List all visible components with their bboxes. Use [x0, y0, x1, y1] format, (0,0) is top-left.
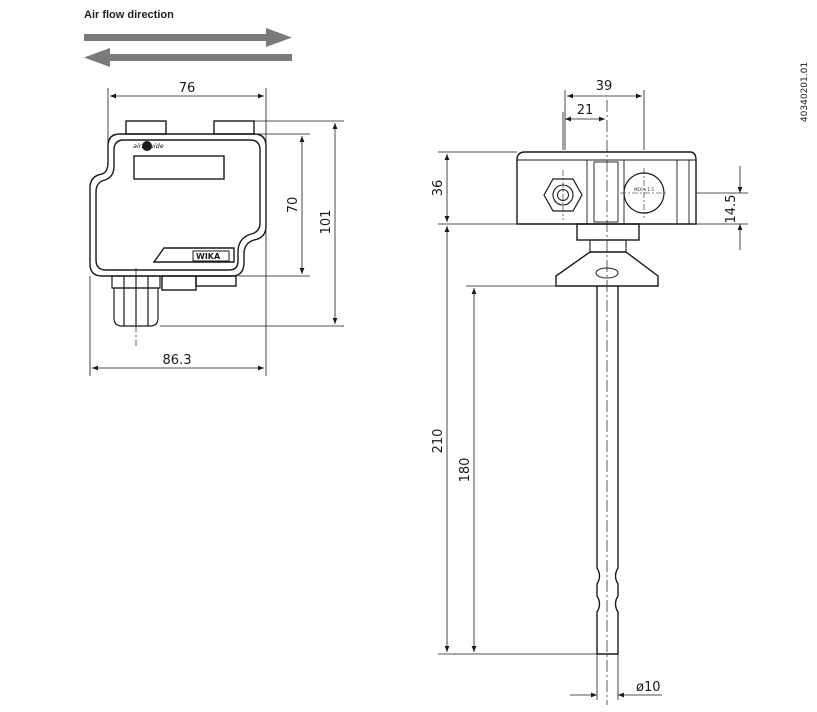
brand-label: WIKA: [196, 252, 221, 261]
dim-probe-diameter: ø10: [636, 680, 661, 695]
dim-housing-body-height: 70: [286, 197, 301, 214]
housing-bottom-block: [161, 275, 197, 291]
dim-probe-head-width: 39: [596, 79, 613, 94]
display-window: [133, 155, 225, 180]
dim-housing-total-width: 86.3: [163, 353, 192, 368]
air-flow-arrows: [84, 28, 292, 67]
probe-side-view: [516, 151, 697, 655]
dim-probe-total-length: 210: [431, 429, 446, 454]
dim-probe-port-height: 14.5: [724, 195, 739, 224]
probe-tube: [596, 286, 619, 655]
probe-cone-flange: [555, 251, 659, 287]
flow-arrow-left: [84, 48, 292, 67]
housing-inner-body: [95, 139, 261, 271]
probe-head-block: [516, 151, 697, 225]
dim-housing-total-height: 101: [319, 210, 334, 235]
hex-fitting: [543, 178, 583, 212]
housing-top-boss-right: [213, 120, 255, 135]
dim-probe-insert-length: 180: [458, 458, 473, 483]
probe-collar: [576, 223, 640, 241]
housing-bottom-block-right: [195, 275, 237, 287]
logo-text: air2guide: [133, 142, 164, 150]
housing-front-view: [89, 120, 267, 346]
dim-probe-offset: 21: [577, 103, 594, 118]
air-flow-heading: Air flow direction: [84, 9, 174, 21]
flow-arrow-right: [84, 28, 292, 47]
housing-dimensions: [89, 88, 344, 376]
drawing-number: 40340201.01: [800, 62, 810, 122]
brand-label-plate: [152, 247, 235, 263]
housing-top-boss-left: [125, 120, 167, 135]
air2guide-logo: air2guide: [133, 141, 164, 151]
dim-probe-head-height: 36: [431, 180, 446, 197]
probe-dimensions: [438, 90, 748, 700]
dim-housing-width: 76: [179, 81, 196, 96]
